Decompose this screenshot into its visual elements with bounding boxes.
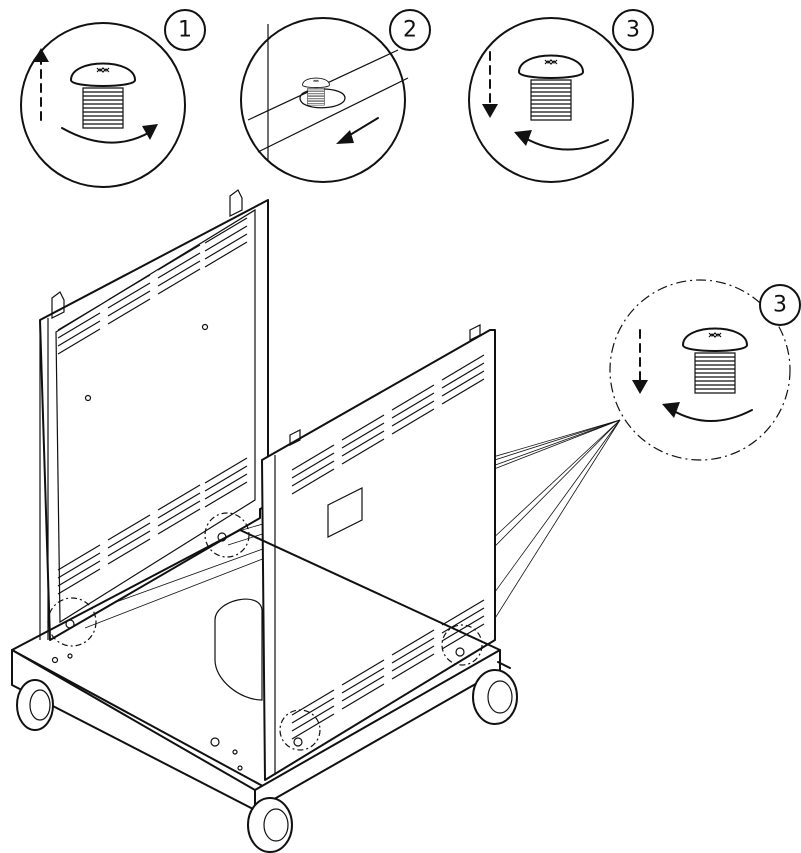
step-2-badge	[389, 9, 431, 51]
back-panel-vents	[57, 217, 248, 595]
down-arrowhead-icon	[482, 104, 498, 118]
hose-opening	[327, 487, 363, 538]
callout-3-detail: 3	[609, 279, 801, 461]
caster-front-right	[247, 797, 293, 853]
step-3-number: 3	[626, 18, 640, 43]
step-2-number: 2	[403, 18, 417, 43]
step-1-badge	[164, 9, 206, 51]
side-panel-vents	[291, 354, 485, 740]
step-1-magnifier	[20, 22, 186, 188]
rotate-clockwise-arrow-icon	[61, 127, 151, 144]
cart-frame	[11, 189, 518, 853]
step-1-number: 1	[178, 18, 192, 43]
screw-icon	[518, 54, 584, 121]
cart-base	[11, 529, 501, 811]
rotate-counterclockwise-arrow-icon	[671, 409, 753, 422]
step-2-magnifier	[240, 17, 406, 183]
caster-wheels	[16, 661, 518, 853]
screw-icon	[682, 327, 748, 394]
callout-3-badge	[759, 284, 801, 326]
step-1-detail: 1	[20, 9, 206, 188]
back-panel	[39, 189, 269, 641]
caster-back-right	[472, 661, 518, 725]
step-2-detail: 2	[240, 9, 431, 183]
screw-locations	[47, 512, 483, 751]
caster-front-left	[16, 679, 54, 731]
screw-icon	[70, 62, 136, 129]
callout-3-magnifier	[609, 279, 791, 461]
rotate-counterclockwise-arrow-icon	[524, 137, 609, 151]
step-3-magnifier	[468, 17, 634, 183]
step-3-badge	[612, 9, 654, 51]
up-arrowhead-icon	[33, 48, 49, 62]
callout-3-number: 3	[773, 293, 787, 318]
step-3-detail: 3	[468, 9, 654, 183]
side-panel	[261, 324, 496, 781]
